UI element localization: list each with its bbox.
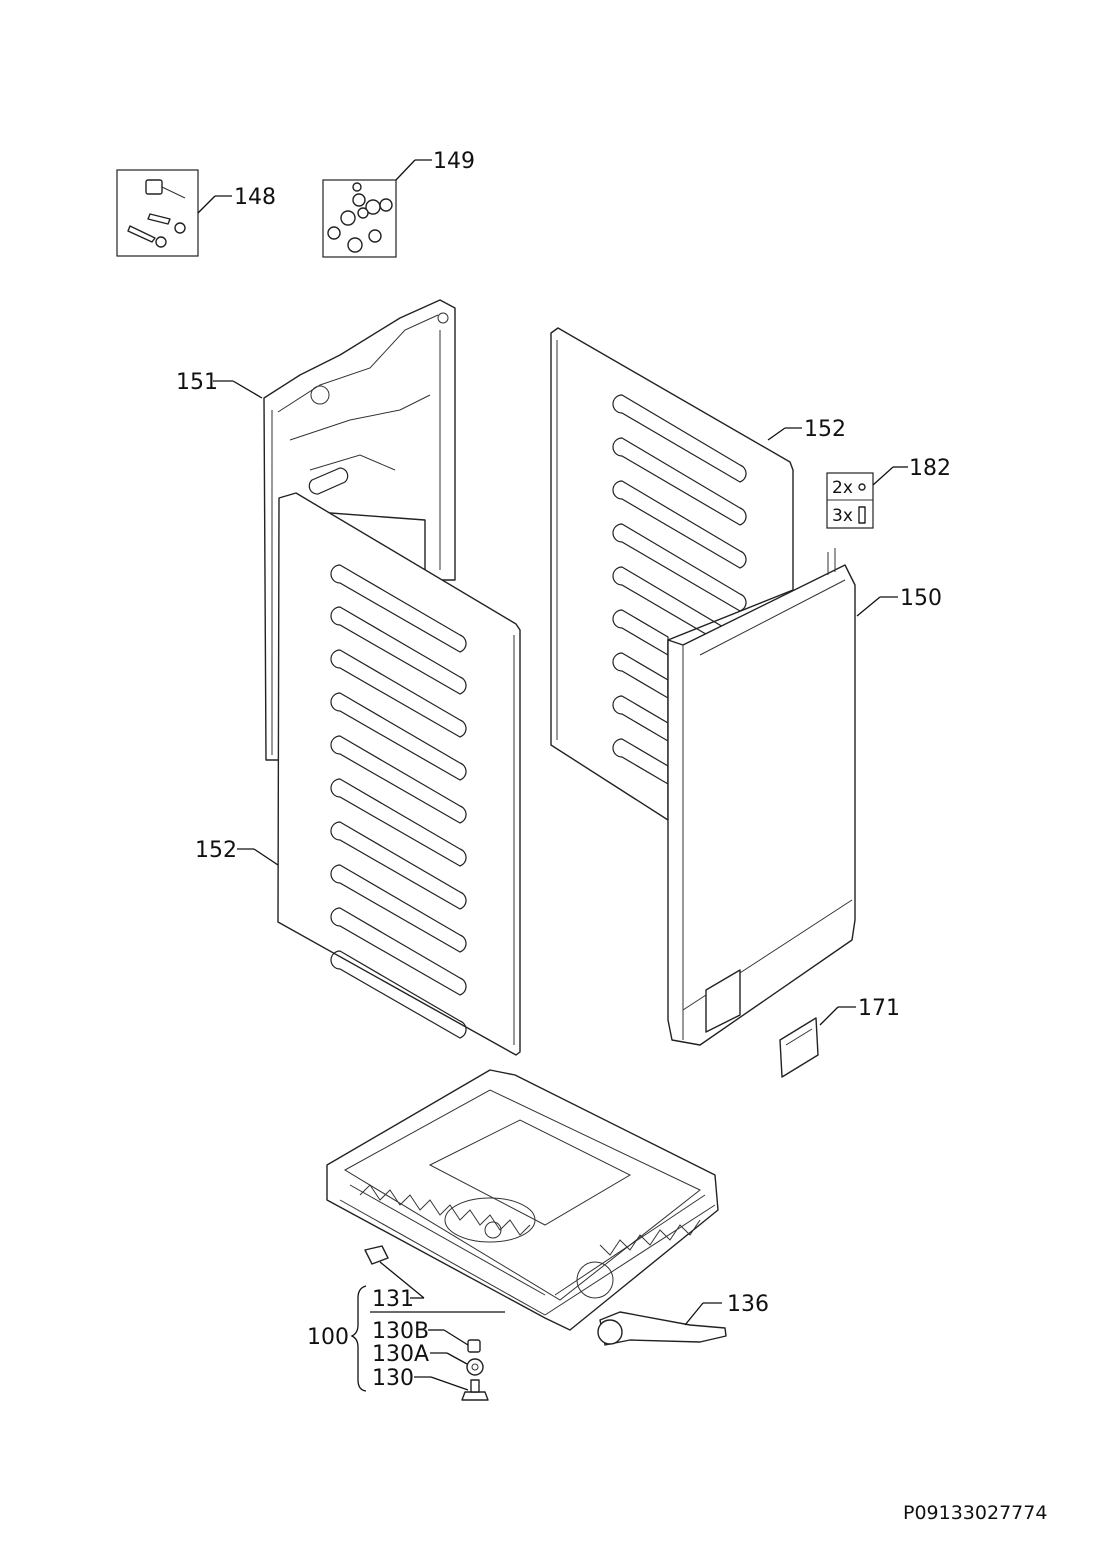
leader-171: [819, 1006, 839, 1026]
part-136-arm: [597, 1311, 727, 1346]
leader-148: [197, 195, 216, 214]
label-131: 131: [372, 1287, 414, 1312]
leader-131: [379, 1261, 425, 1299]
brace-100: [350, 1285, 367, 1392]
part-152-left-side-panel: [277, 492, 521, 1056]
label-100: 100: [307, 1325, 349, 1350]
part-131: [364, 1245, 389, 1265]
part-130A: [466, 1358, 484, 1376]
label-152-left: 152: [195, 838, 237, 863]
label-130B: 130B: [372, 1319, 429, 1344]
label-148: 148: [234, 185, 276, 210]
leader-152-right: [767, 427, 786, 441]
part-151-rear-frame: [263, 299, 456, 761]
label-171: 171: [858, 996, 900, 1021]
leader-136: [684, 1302, 704, 1326]
kit182-qty-2x: 2x: [832, 478, 853, 498]
document-code: P09133027774: [903, 1502, 1047, 1524]
leader-149: [395, 159, 416, 181]
part-149-fittings-kit: [322, 179, 397, 258]
part-130B: [467, 1339, 481, 1353]
label-151: 151: [176, 370, 218, 395]
leader-150: [856, 596, 881, 617]
part-171-service-cover: [779, 1017, 819, 1078]
left-panel-ribs: [330, 564, 467, 1039]
leader-182: [872, 466, 894, 486]
part-150-cabinet-panel: [667, 548, 856, 1046]
label-130: 130: [372, 1366, 414, 1391]
label-149: 149: [433, 149, 475, 174]
kit182-qty-3x: 3x: [832, 506, 853, 526]
label-130A: 130A: [372, 1342, 429, 1367]
label-152-right: 152: [804, 417, 846, 442]
part-182-small-parts-kit: 2x 3x: [826, 472, 874, 529]
part-148-screw-kit: [116, 169, 199, 257]
label-182: 182: [909, 456, 951, 481]
base-frame: [326, 1069, 719, 1331]
label-150: 150: [900, 586, 942, 611]
label-136: 136: [727, 1292, 769, 1317]
part-130-foot: [461, 1379, 489, 1401]
